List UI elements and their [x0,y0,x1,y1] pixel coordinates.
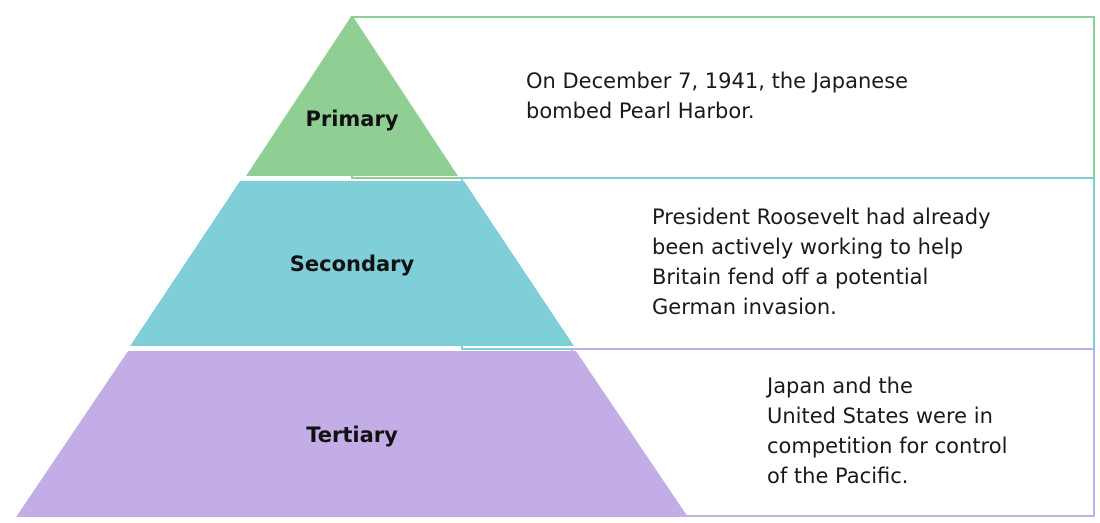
primary-label: Primary [305,107,399,131]
description-line: of the Pacific. [767,464,909,488]
tertiary-description: Japan and the United States were in comp… [767,371,1007,491]
secondary-label: Secondary [289,252,415,276]
primary-tier [246,15,458,176]
tertiary-label: Tertiary [306,423,398,447]
description-line: President Roosevelt had already [652,205,991,229]
secondary-description: President Roosevelt had already been act… [652,202,991,322]
tertiary-tier [16,351,688,517]
description-line: been actively working to help [652,235,964,259]
description-line: competition for control [767,434,1008,458]
description-line: Britain fend off a potential [652,265,929,289]
description-line: German invasion. [652,295,837,319]
description-line: United States were in [767,404,993,428]
primary-description: On December 7, 1941, the Japanese bombed… [526,66,908,126]
primary-text-box [351,16,1095,179]
description-line: On December 7, 1941, the Japanese [526,69,909,93]
description-line: Japan and the [767,374,913,398]
secondary-tier [130,181,574,346]
description-line: bombed Pearl Harbor. [526,99,755,123]
secondary-text-box [461,177,1095,350]
